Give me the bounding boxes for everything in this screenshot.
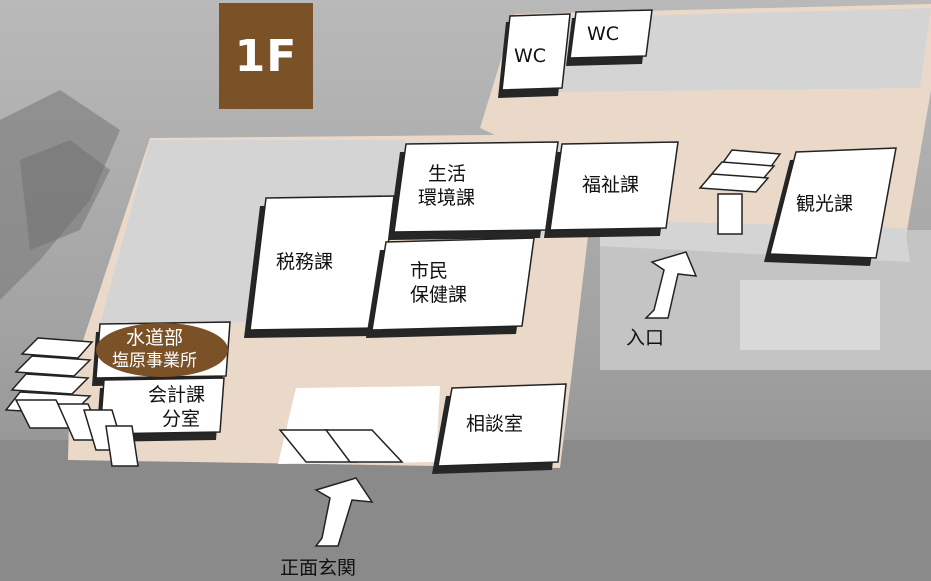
room-label-wc-left: WC xyxy=(514,45,546,67)
main-entrance-arrow-icon xyxy=(314,477,374,547)
room-label-fukushi: 福祉課 xyxy=(582,174,639,196)
room-label-seikatsu-2: 環境課 xyxy=(418,187,475,209)
room-label-suido-1: 水道部 xyxy=(126,327,183,349)
room-label-suido-2: 塩原事業所 xyxy=(112,351,197,371)
entrance-label-side: 入口 xyxy=(626,327,664,349)
room-seikatsu[interactable] xyxy=(388,141,559,240)
room-fukushi[interactable] xyxy=(544,141,679,238)
room-label-wc-right: WC xyxy=(587,23,619,45)
room-suido[interactable] xyxy=(92,321,231,386)
room-wc-right[interactable] xyxy=(566,9,653,66)
stairs-left xyxy=(4,337,139,467)
room-label-kaikei-1: 会計課 xyxy=(148,384,205,406)
front-doors xyxy=(278,429,404,463)
side-entrance-arrow-icon xyxy=(644,251,698,319)
room-zeimu[interactable] xyxy=(244,195,395,338)
room-label-seikatsu-1: 生活 xyxy=(428,163,466,185)
room-label-shimin-2: 保健課 xyxy=(410,284,467,306)
room-label-kanko: 観光課 xyxy=(796,193,853,215)
room-label-zeimu: 税務課 xyxy=(276,251,333,273)
room-label-kaikei-2: 分室 xyxy=(162,408,200,430)
floor-badge: 1F xyxy=(219,3,313,109)
room-label-shimin-1: 市民 xyxy=(410,260,448,282)
entrance-canopy xyxy=(698,149,782,235)
room-sodan[interactable] xyxy=(432,383,567,474)
room-label-sodan: 相談室 xyxy=(466,413,523,435)
room-kanko[interactable] xyxy=(764,147,897,266)
entrance-label-main: 正面玄関 xyxy=(280,557,356,579)
room-wc-left[interactable] xyxy=(498,13,571,98)
room-shimin[interactable] xyxy=(366,237,535,338)
